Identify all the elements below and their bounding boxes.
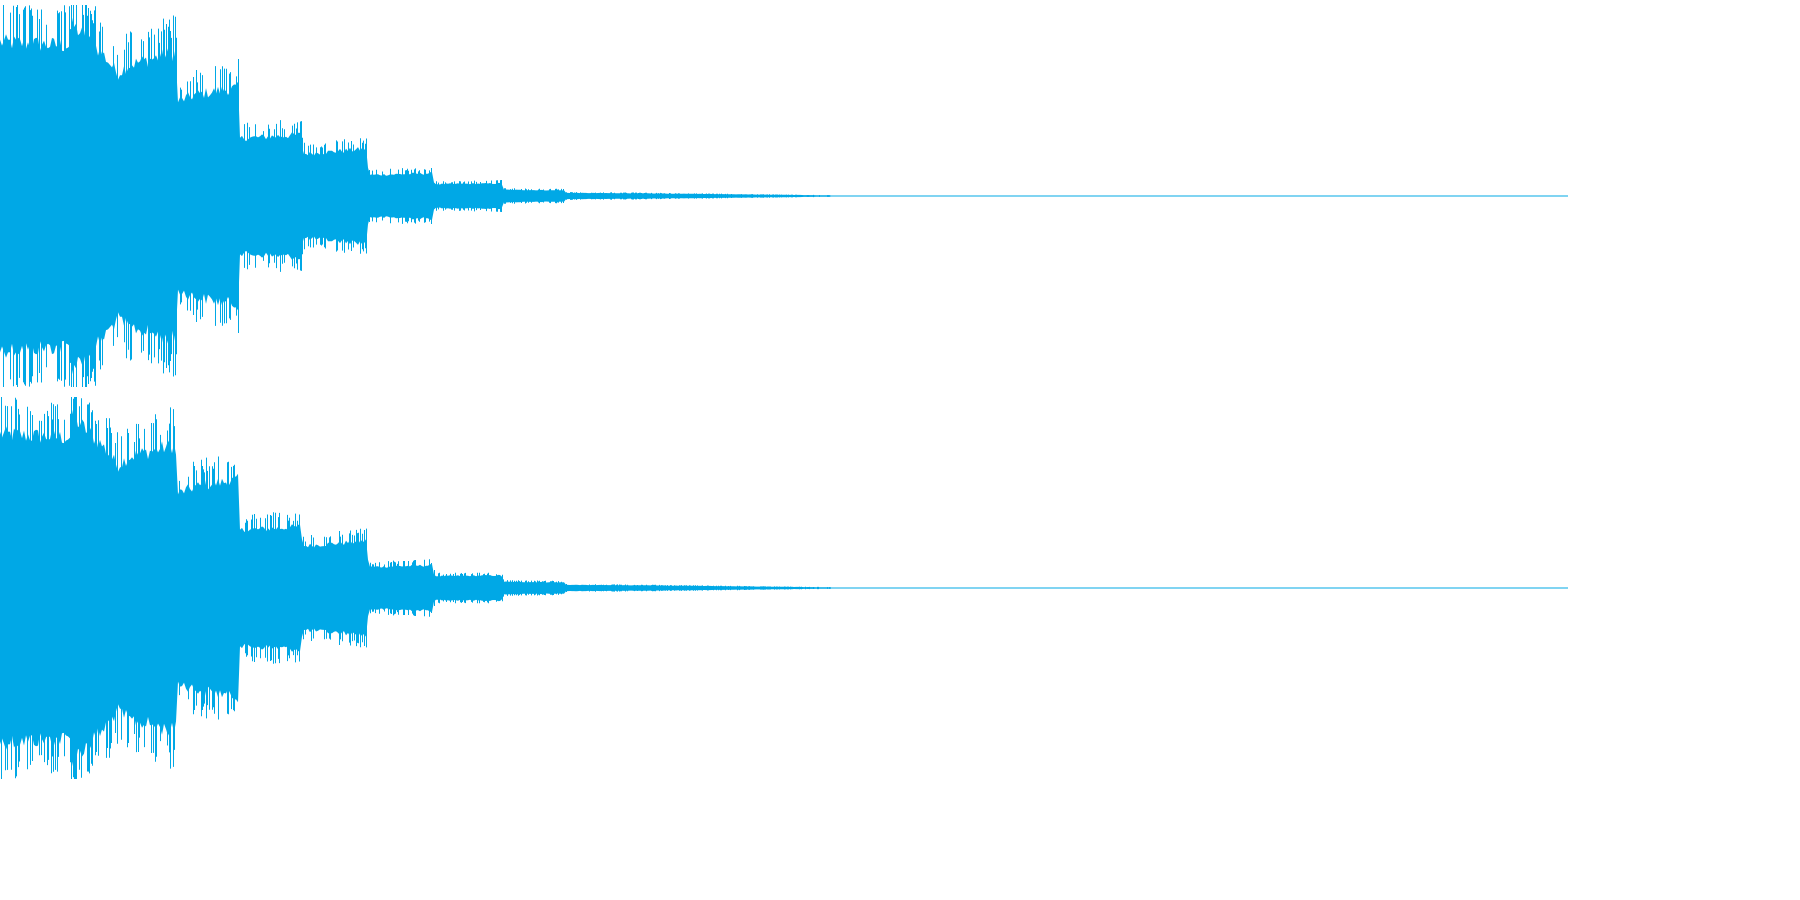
waveform-channel-top xyxy=(0,5,1568,387)
audio-waveform xyxy=(0,5,1568,779)
waveform-channel-top-shape xyxy=(0,17,1568,375)
waveform-channel-bottom xyxy=(0,397,1568,779)
waveform-channel-bottom-peaks xyxy=(1,397,831,779)
waveform-channel-top-peaks xyxy=(3,5,830,387)
